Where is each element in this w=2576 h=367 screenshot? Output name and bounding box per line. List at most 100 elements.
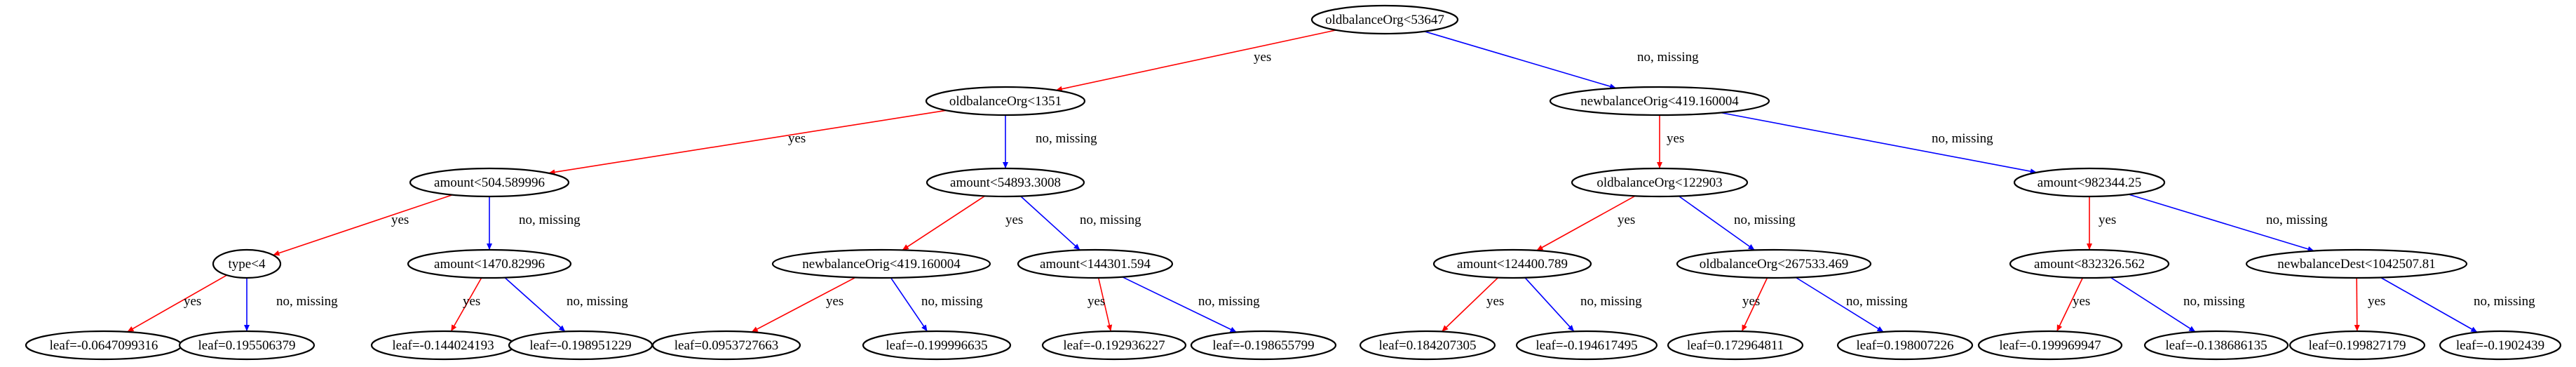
split-node-n4: amount<54893.3008: [926, 167, 1085, 198]
edge-label-n4-n9: yes: [1005, 213, 1023, 227]
edge-yes-n4-n9: [902, 195, 986, 251]
leaf-value-label: leaf=-0.0647099316: [50, 338, 158, 353]
leaf-value-label: leaf=0.195506379: [198, 338, 296, 353]
edge-label-n7-l1: no, missing: [276, 294, 338, 309]
leaf-ellipse: [1190, 330, 1337, 361]
edge-no-n4-n10: [1020, 196, 1080, 251]
leaf-value-label: leaf=0.199827179: [2309, 338, 2406, 353]
leaf-node-l9: leaf=-0.194617495: [1515, 330, 1658, 361]
leaf-node-l13: leaf=-0.138686135: [2143, 330, 2289, 361]
leaf-node-l14: leaf=0.199827179: [2289, 330, 2426, 361]
leaf-ellipse: [2289, 330, 2426, 361]
edge-yes-n8-l2: [450, 277, 482, 332]
split-condition-label: newbalanceOrig<419.160004: [1580, 94, 1739, 109]
edge-yes-n9-l4: [751, 276, 856, 333]
edge-yes-n0-n1: [1055, 29, 1336, 92]
edge-no-n8-l3: [504, 277, 566, 333]
leaf-ellipse: [1359, 330, 1496, 361]
split-node-n2: newbalanceOrig<419.160004: [1549, 86, 1770, 116]
split-node-n0: oldbalanceOrg<53647: [1310, 4, 1459, 35]
leaf-node-l11: leaf=0.198007226: [1836, 330, 1974, 361]
split-ellipse: [926, 167, 1085, 198]
edge-label-n11-l8: yes: [1486, 294, 1504, 309]
leaf-node-l2: leaf=-0.144024193: [370, 330, 516, 361]
split-condition-label: type<4: [229, 257, 266, 272]
leaf-node-l4: leaf=0.0953727663: [651, 330, 801, 361]
split-condition-label: amount<832326.562: [2034, 257, 2145, 272]
leaf-value-label: leaf=-0.198951229: [529, 338, 631, 353]
leaf-ellipse: [862, 330, 1012, 361]
leaf-value-label: leaf=-0.192936227: [1063, 338, 1165, 353]
edge-yes-n7-l0: [127, 274, 227, 333]
edge-yes-n12-l10: [1741, 277, 1768, 332]
split-condition-label: amount<124400.789: [1457, 257, 1568, 272]
edge-label-n14-l14: yes: [2368, 294, 2385, 309]
leaf-value-label: leaf=0.184207305: [1379, 338, 1477, 353]
edge-label-n10-l7: no, missing: [1198, 294, 1260, 309]
edge-no-n9-l5: [890, 277, 928, 332]
split-ellipse: [771, 248, 991, 279]
split-ellipse: [1310, 4, 1459, 35]
edge-label-n0-n2: no, missing: [1637, 50, 1699, 65]
leaf-node-l12: leaf=-0.199969947: [1977, 330, 2123, 361]
leaf-ellipse: [2143, 330, 2289, 361]
split-condition-label: oldbalanceOrg<1351: [949, 94, 1062, 109]
split-ellipse: [212, 248, 282, 279]
split-node-n11: amount<124400.789: [1432, 248, 1592, 279]
edge-yes-n10-l6: [1097, 277, 1113, 332]
leaf-value-label: leaf=-0.198655799: [1212, 338, 1314, 353]
leaf-value-label: leaf=0.172964811: [1687, 338, 1784, 353]
leaf-ellipse: [1041, 330, 1187, 361]
edge-no-n0-n2: [1424, 31, 1617, 89]
edge-no-n2-n6: [1721, 112, 2037, 175]
edge-label-n2-n6: no, missing: [1932, 131, 1993, 146]
split-condition-label: amount<982344.25: [2038, 175, 2141, 190]
edge-no-n14-l15: [2380, 276, 2478, 333]
split-ellipse: [2245, 248, 2468, 279]
edge-label-n5-n11: yes: [1618, 213, 1635, 227]
split-node-n8: amount<1470.82996: [407, 248, 572, 279]
leaf-ellipse: [651, 330, 801, 361]
edge-yes-n13-l12: [2056, 277, 2084, 332]
leaf-ellipse: [1515, 330, 1658, 361]
edge-label-n13-l13: no, missing: [2183, 294, 2245, 309]
leaf-node-l3: leaf=-0.198951229: [508, 330, 653, 361]
edge-label-n2-n5: yes: [1667, 131, 1684, 146]
split-ellipse: [1549, 86, 1770, 116]
edges-layer: [127, 29, 2478, 333]
edge-no-n6-n14: [2128, 194, 2314, 252]
edge-no-n12-l11: [1795, 276, 1884, 333]
edge-label-n7-l0: yes: [184, 294, 201, 309]
split-condition-label: amount<144301.594: [1040, 257, 1151, 272]
leaf-node-l5: leaf=-0.199996635: [862, 330, 1012, 361]
split-node-n10: amount<144301.594: [1017, 248, 1174, 279]
split-node-n9: newbalanceOrig<419.160004: [771, 248, 991, 279]
edge-label-n3-n7: yes: [391, 213, 409, 227]
split-condition-label: amount<504.589996: [434, 175, 545, 190]
split-condition-label: newbalanceOrig<419.160004: [802, 257, 961, 272]
edge-label-n5-n12: no, missing: [1734, 213, 1796, 227]
edge-label-n1-n4: no, missing: [1036, 131, 1097, 146]
edge-no-n11-l9: [1524, 277, 1575, 332]
leaf-ellipse: [178, 330, 316, 361]
leaf-node-l10: leaf=0.172964811: [1667, 330, 1804, 361]
nodes-layer: oldbalanceOrg<53647 oldbalanceOrg<1351 new…: [25, 4, 2562, 361]
split-node-n12: oldbalanceOrg<267533.469: [1676, 248, 1872, 279]
split-node-n13: amount<832326.562: [2009, 248, 2170, 279]
leaf-node-l6: leaf=-0.192936227: [1041, 330, 1187, 361]
edge-label-n13-l12: yes: [2073, 294, 2090, 309]
split-node-n6: amount<982344.25: [2013, 167, 2166, 198]
leaf-ellipse: [2439, 330, 2562, 361]
split-ellipse: [409, 167, 570, 198]
leaf-ellipse: [1836, 330, 1974, 361]
edge-yes-n1-n3: [548, 109, 947, 175]
edge-label-n8-l2: yes: [463, 294, 480, 309]
leaf-node-l8: leaf=0.184207305: [1359, 330, 1496, 361]
edge-yes-n3-n7: [273, 194, 453, 256]
edge-label-n9-l4: yes: [826, 294, 843, 309]
leaf-node-l15: leaf=-0.1902439: [2439, 330, 2562, 361]
leaf-node-l1: leaf=0.195506379: [178, 330, 316, 361]
edge-label-n3-n8: no, missing: [519, 213, 581, 227]
split-ellipse: [1017, 248, 1174, 279]
